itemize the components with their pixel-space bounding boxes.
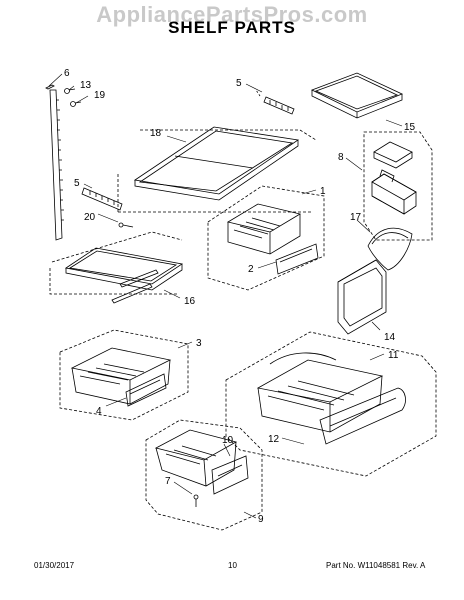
- callout-2: 2: [248, 264, 254, 275]
- footer-page-number: 10: [228, 561, 237, 570]
- callout-8: 8: [338, 152, 344, 163]
- callout-5-middle: 5: [74, 178, 80, 189]
- deli-drawer-large: [225, 331, 437, 477]
- callout-18: 18: [150, 128, 162, 139]
- callout-19: 19: [94, 90, 106, 101]
- glass-shelf-full-width: [117, 126, 317, 213]
- glass-shelf-upper-right: [310, 72, 404, 119]
- callout-11: 11: [388, 350, 399, 361]
- shelf-ladder-assembly: [45, 84, 82, 241]
- site-watermark: AppliancePartsPros.com: [96, 2, 368, 27]
- callout-3: 3: [196, 338, 202, 349]
- shelf-support-bracket-middle: [81, 187, 123, 211]
- callout-labels: 6 13 19 5 15 18 8 1 5 20 17 2 16 14 3 11…: [64, 68, 416, 525]
- diagram-title: SHELF PARTS: [168, 18, 296, 37]
- shelf-support-bracket-top: [255, 89, 295, 115]
- callout-20: 20: [84, 212, 96, 223]
- crisper-drawer-bottom: [145, 419, 263, 531]
- shelf-trim-strips: [111, 269, 159, 304]
- callout-13: 13: [80, 80, 92, 91]
- glass-shelf-half-width: [49, 231, 184, 295]
- callout-10: 10: [222, 435, 234, 446]
- crisper-drawer-lower-left: [59, 329, 189, 421]
- callout-4: 4: [96, 406, 102, 417]
- callout-12: 12: [268, 434, 280, 445]
- callout-17: 17: [350, 212, 362, 223]
- footer-date: 01/30/2017: [34, 561, 75, 570]
- callout-5-top: 5: [236, 78, 242, 89]
- callout-9: 9: [258, 514, 264, 525]
- callout-15: 15: [404, 122, 416, 133]
- callout-7: 7: [165, 476, 171, 487]
- callout-16: 16: [184, 296, 196, 307]
- callout-leaders: [48, 73, 403, 519]
- door-bin-guard: [367, 227, 413, 271]
- bin-side-panel: [337, 259, 387, 335]
- screw-20: [118, 222, 134, 228]
- crisper-drawer-upper: [207, 185, 325, 291]
- callout-14: 14: [384, 332, 396, 343]
- callout-1: 1: [320, 186, 326, 197]
- door-bin-assembly: [363, 131, 433, 241]
- footer-part-number: Part No. W11048581 Rev. A: [326, 561, 426, 570]
- callout-6: 6: [64, 68, 70, 79]
